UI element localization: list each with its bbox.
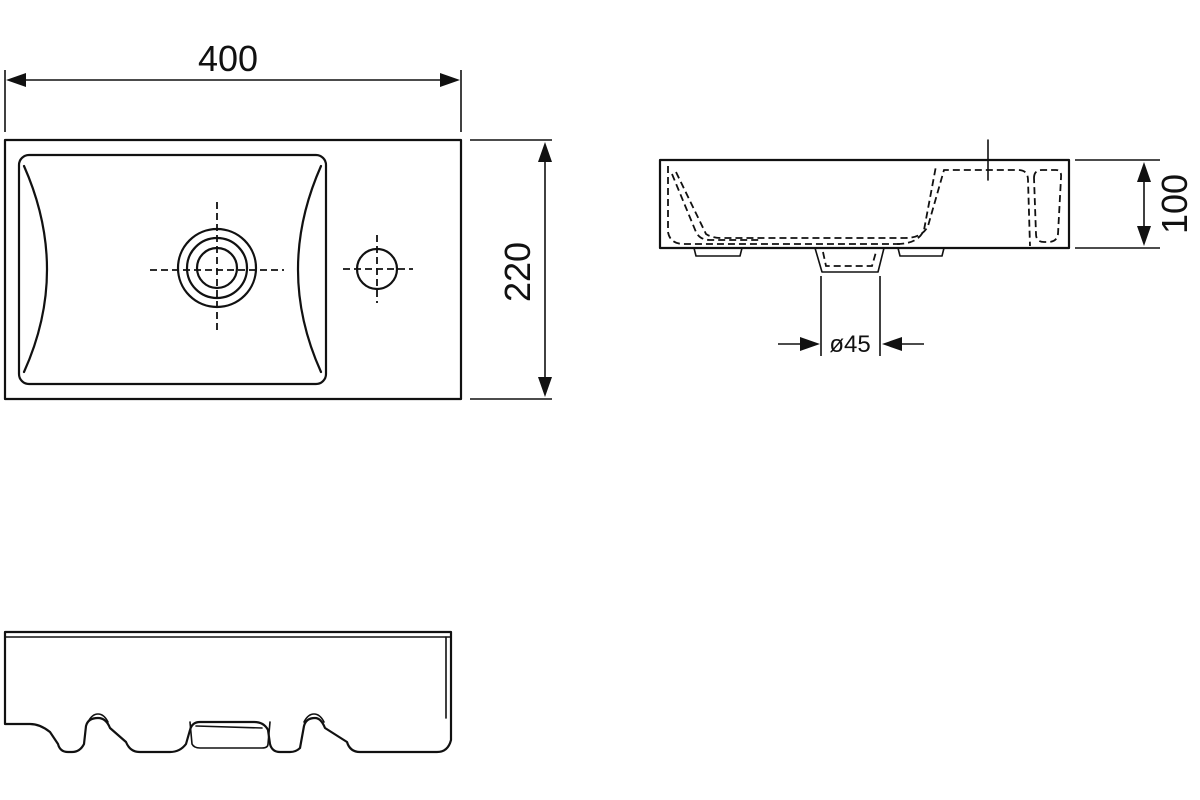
section-outline [658,158,1071,250]
bowl-outline [17,153,328,386]
front-foot-notch-left [87,713,109,723]
drain-hole [150,202,284,330]
overflow-hole [343,235,413,303]
width-label: 400 [198,38,258,79]
depth-label: 220 [497,242,538,302]
overflow-channel-dashed [1033,169,1063,243]
foot-right [897,247,945,257]
top-view: 400 220 [3,38,552,401]
bowl-left-curve [22,164,48,374]
basin-profile-dashed [667,166,900,245]
bowl-right-curve [297,164,323,374]
width-dimension: 400 [4,38,462,132]
front-view [3,630,453,754]
drain-dimension: ø45 [778,331,924,358]
front-foot-notch-right [303,713,325,723]
front-drain-slot [189,721,271,749]
drain-outlet [814,247,885,273]
basin-outline [3,138,463,401]
height-dimension: 100 [1075,159,1195,249]
section-view: ø45 100 [658,139,1195,358]
drain-label: ø45 [829,331,870,358]
depth-dimension: 220 [470,139,552,400]
height-label: 100 [1154,174,1195,234]
foot-left [693,247,743,257]
front-outline [3,630,453,754]
